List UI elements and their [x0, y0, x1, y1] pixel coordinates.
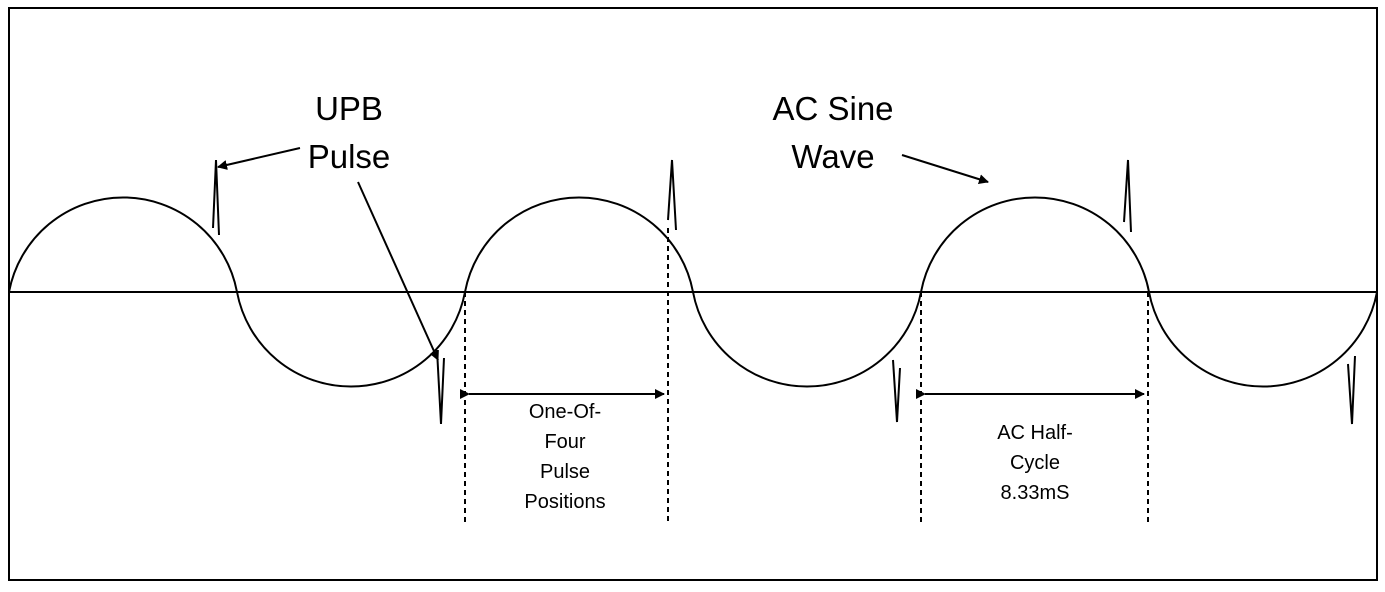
upb-label-line2: Pulse: [308, 138, 391, 175]
one-of-four-label-line3: Pulse: [540, 461, 590, 483]
half-cycle-label-line3: 8.33mS: [1001, 482, 1070, 504]
upb-arrow-to-top-pulse: [217, 147, 301, 170]
upb-pulse: [1347, 355, 1356, 425]
upb-arrow-to-bottom-pulse: [357, 181, 439, 361]
half-cycle-label-line2: Cycle: [1010, 452, 1060, 474]
upb-pulse: [892, 359, 901, 423]
ac-wave-label-line1: AC Sine: [772, 90, 893, 127]
dashed-guides: [464, 228, 1149, 522]
ac-wave-arrow: [901, 154, 989, 185]
upb-pulse: [212, 159, 220, 236]
upb-label-line1: UPB: [315, 90, 383, 127]
half-cycle-label-line1: AC Half-: [997, 422, 1073, 444]
pointer-arrows: [217, 147, 989, 361]
upb-pulse: [667, 159, 677, 231]
one-of-four-label-line2: Four: [544, 431, 585, 453]
one-of-four-label-line1: One-Of-: [529, 401, 601, 423]
upb-pulse: [1123, 159, 1132, 233]
upb-pulses: [212, 159, 1356, 425]
ac-wave-label-line2: Wave: [791, 138, 874, 175]
one-of-four-label-line4: Positions: [524, 491, 605, 513]
upb-pulse: [436, 349, 445, 425]
